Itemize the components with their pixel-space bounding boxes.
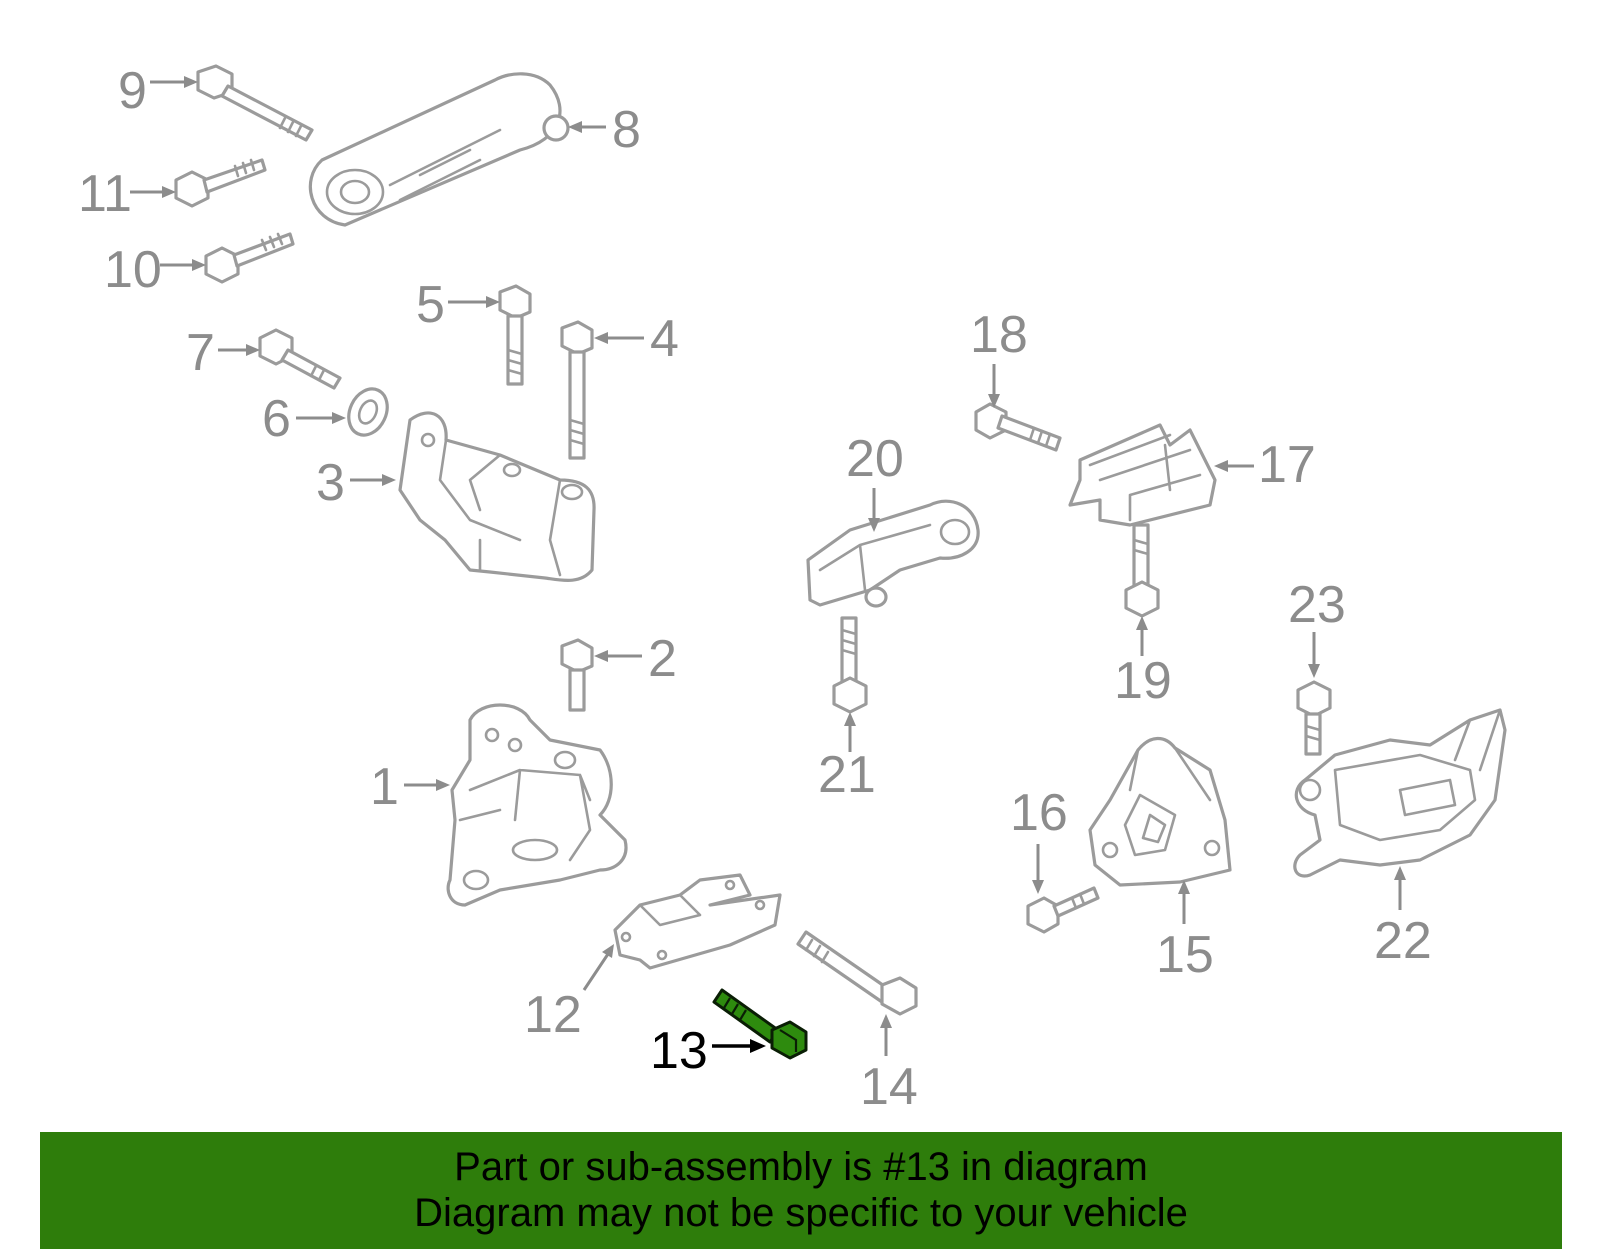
- banner-line-2: Diagram may not be specific to your vehi…: [414, 1191, 1188, 1235]
- part-22-mount: [1293, 708, 1507, 878]
- part-14-bolt: [796, 930, 918, 1016]
- part-23-bolt: [1296, 680, 1332, 756]
- callout-17: 17: [1258, 436, 1316, 494]
- callout-8: 8: [612, 101, 641, 159]
- part-2-bolt: [560, 638, 594, 712]
- callout-12: 12: [524, 986, 582, 1044]
- callout-13: 13: [650, 1022, 708, 1080]
- part-12-plate: [613, 873, 782, 970]
- callout-4: 4: [650, 310, 679, 368]
- callout-22: 22: [1374, 912, 1432, 970]
- callout-19: 19: [1114, 652, 1172, 710]
- part-17-bracket: [1068, 423, 1217, 527]
- callout-16: 16: [1010, 784, 1068, 842]
- callout-23: 23: [1288, 576, 1346, 634]
- part-4-bolt: [560, 320, 594, 460]
- callout-7: 7: [186, 324, 215, 382]
- callout-5: 5: [416, 276, 445, 334]
- part-11-bolt: [174, 158, 267, 208]
- part-1-engine-mount: [446, 703, 628, 907]
- callout-1: 1: [370, 758, 399, 816]
- part-8-torque-rod: [308, 72, 570, 227]
- part-21-bolt: [832, 616, 868, 714]
- part-3-bracket: [398, 411, 596, 582]
- callout-21: 21: [818, 746, 876, 804]
- info-banner: Part or sub-assembly is #13 in diagram D…: [40, 1132, 1562, 1249]
- part-13-bolt-highlighted: [712, 988, 808, 1060]
- callout-9: 9: [118, 62, 147, 120]
- callout-11: 11: [78, 165, 132, 223]
- banner-line-1: Part or sub-assembly is #13 in diagram: [454, 1145, 1148, 1189]
- part-20-bracket: [806, 499, 980, 608]
- part-19-bolt: [1124, 523, 1160, 618]
- callout-14: 14: [860, 1058, 918, 1116]
- part-10-bolt: [204, 232, 295, 284]
- callout-20: 20: [846, 430, 904, 488]
- part-9-bolt: [196, 64, 314, 142]
- parts-diagram: 9 8 11 10 5 4 7 6 3 2 1 12 13 14 20 21 1…: [78, 62, 1507, 1116]
- callout-10: 10: [104, 241, 162, 299]
- part-7-bolt: [258, 328, 342, 390]
- callout-15: 15: [1156, 926, 1214, 984]
- part-15-mount: [1088, 736, 1232, 887]
- callout-6: 6: [262, 390, 291, 448]
- callout-3: 3: [316, 454, 345, 512]
- part-18-bolt: [974, 402, 1062, 452]
- part-5-bolt: [498, 284, 532, 386]
- part-16-bolt: [1026, 886, 1100, 934]
- callout-18: 18: [970, 306, 1028, 364]
- callout-2: 2: [648, 630, 677, 688]
- part-6-washer: [347, 387, 389, 437]
